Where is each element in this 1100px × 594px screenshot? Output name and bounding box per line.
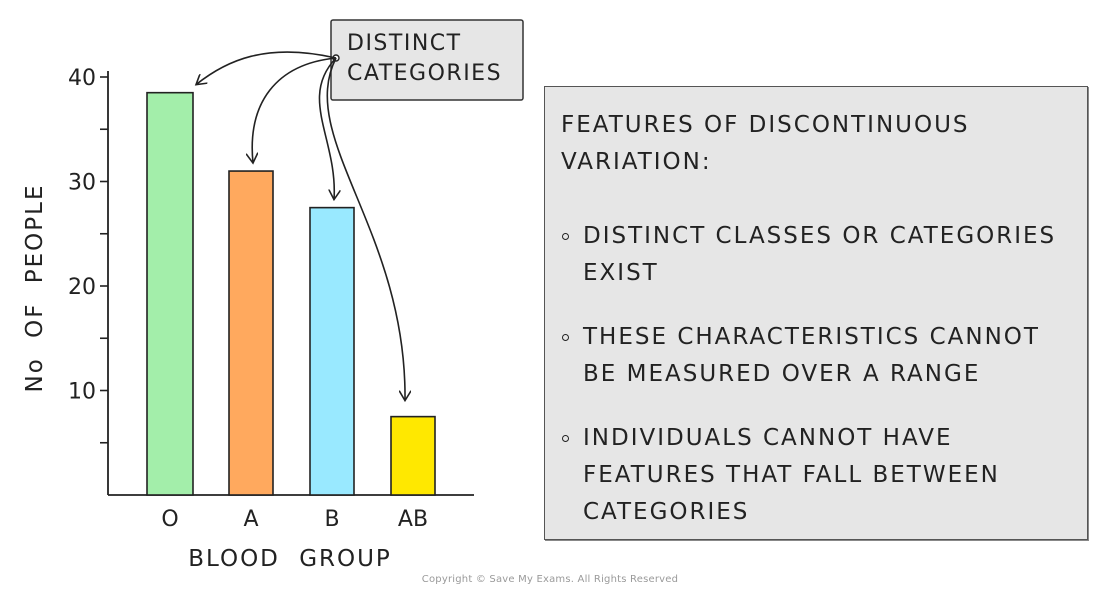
annotation-callout: DISTINCT CATEGORIES <box>330 19 524 101</box>
features-list: DISTINCT CLASSES OR CATEGORIES EXIST THE… <box>561 218 1081 558</box>
y-tick-label: 40 <box>68 66 96 91</box>
x-tick-label: A <box>243 507 258 532</box>
x-tick-label: AB <box>398 507 428 532</box>
annotation-arrows <box>196 51 405 401</box>
y-tick-label: 20 <box>68 275 96 300</box>
features-item: THESE CHARACTERISTICS CANNOT BE MEASURED… <box>561 319 1081 393</box>
arrow-to-b <box>318 57 336 200</box>
features-item: INDIVIDUALS CANNOT HAVE FEATURES THAT FA… <box>561 420 1081 531</box>
bar <box>146 91 194 496</box>
arrow-to-a <box>252 57 337 163</box>
y-tick-label: 10 <box>68 380 96 405</box>
x-axis-title: BLOOD GROUP <box>188 546 392 572</box>
x-tick-label: B <box>324 507 339 532</box>
callout-text: DISTINCT <box>347 31 462 56</box>
features-item: DISTINCT CLASSES OR CATEGORIES EXIST <box>561 218 1081 292</box>
copyright-notice: Copyright © Save My Exams. All Rights Re… <box>421 574 679 585</box>
features-box: FEATURES OF DISCONTINUOUS VARIATION: DIS… <box>544 86 1088 540</box>
bar <box>309 206 355 496</box>
bar <box>390 415 436 496</box>
arrow-to-o <box>196 51 337 85</box>
features-title: FEATURES OF DISCONTINUOUS VARIATION: <box>561 112 970 175</box>
callout-text: CATEGORIES <box>347 61 502 86</box>
x-tick-label: O <box>161 507 178 532</box>
callout-box <box>330 19 524 101</box>
y-tick-label: 30 <box>68 171 96 196</box>
arrow-to-ab <box>326 57 405 401</box>
bar <box>228 170 274 496</box>
chart-bars <box>146 91 436 496</box>
y-axis-title: No OF PEOPLE <box>22 184 48 393</box>
